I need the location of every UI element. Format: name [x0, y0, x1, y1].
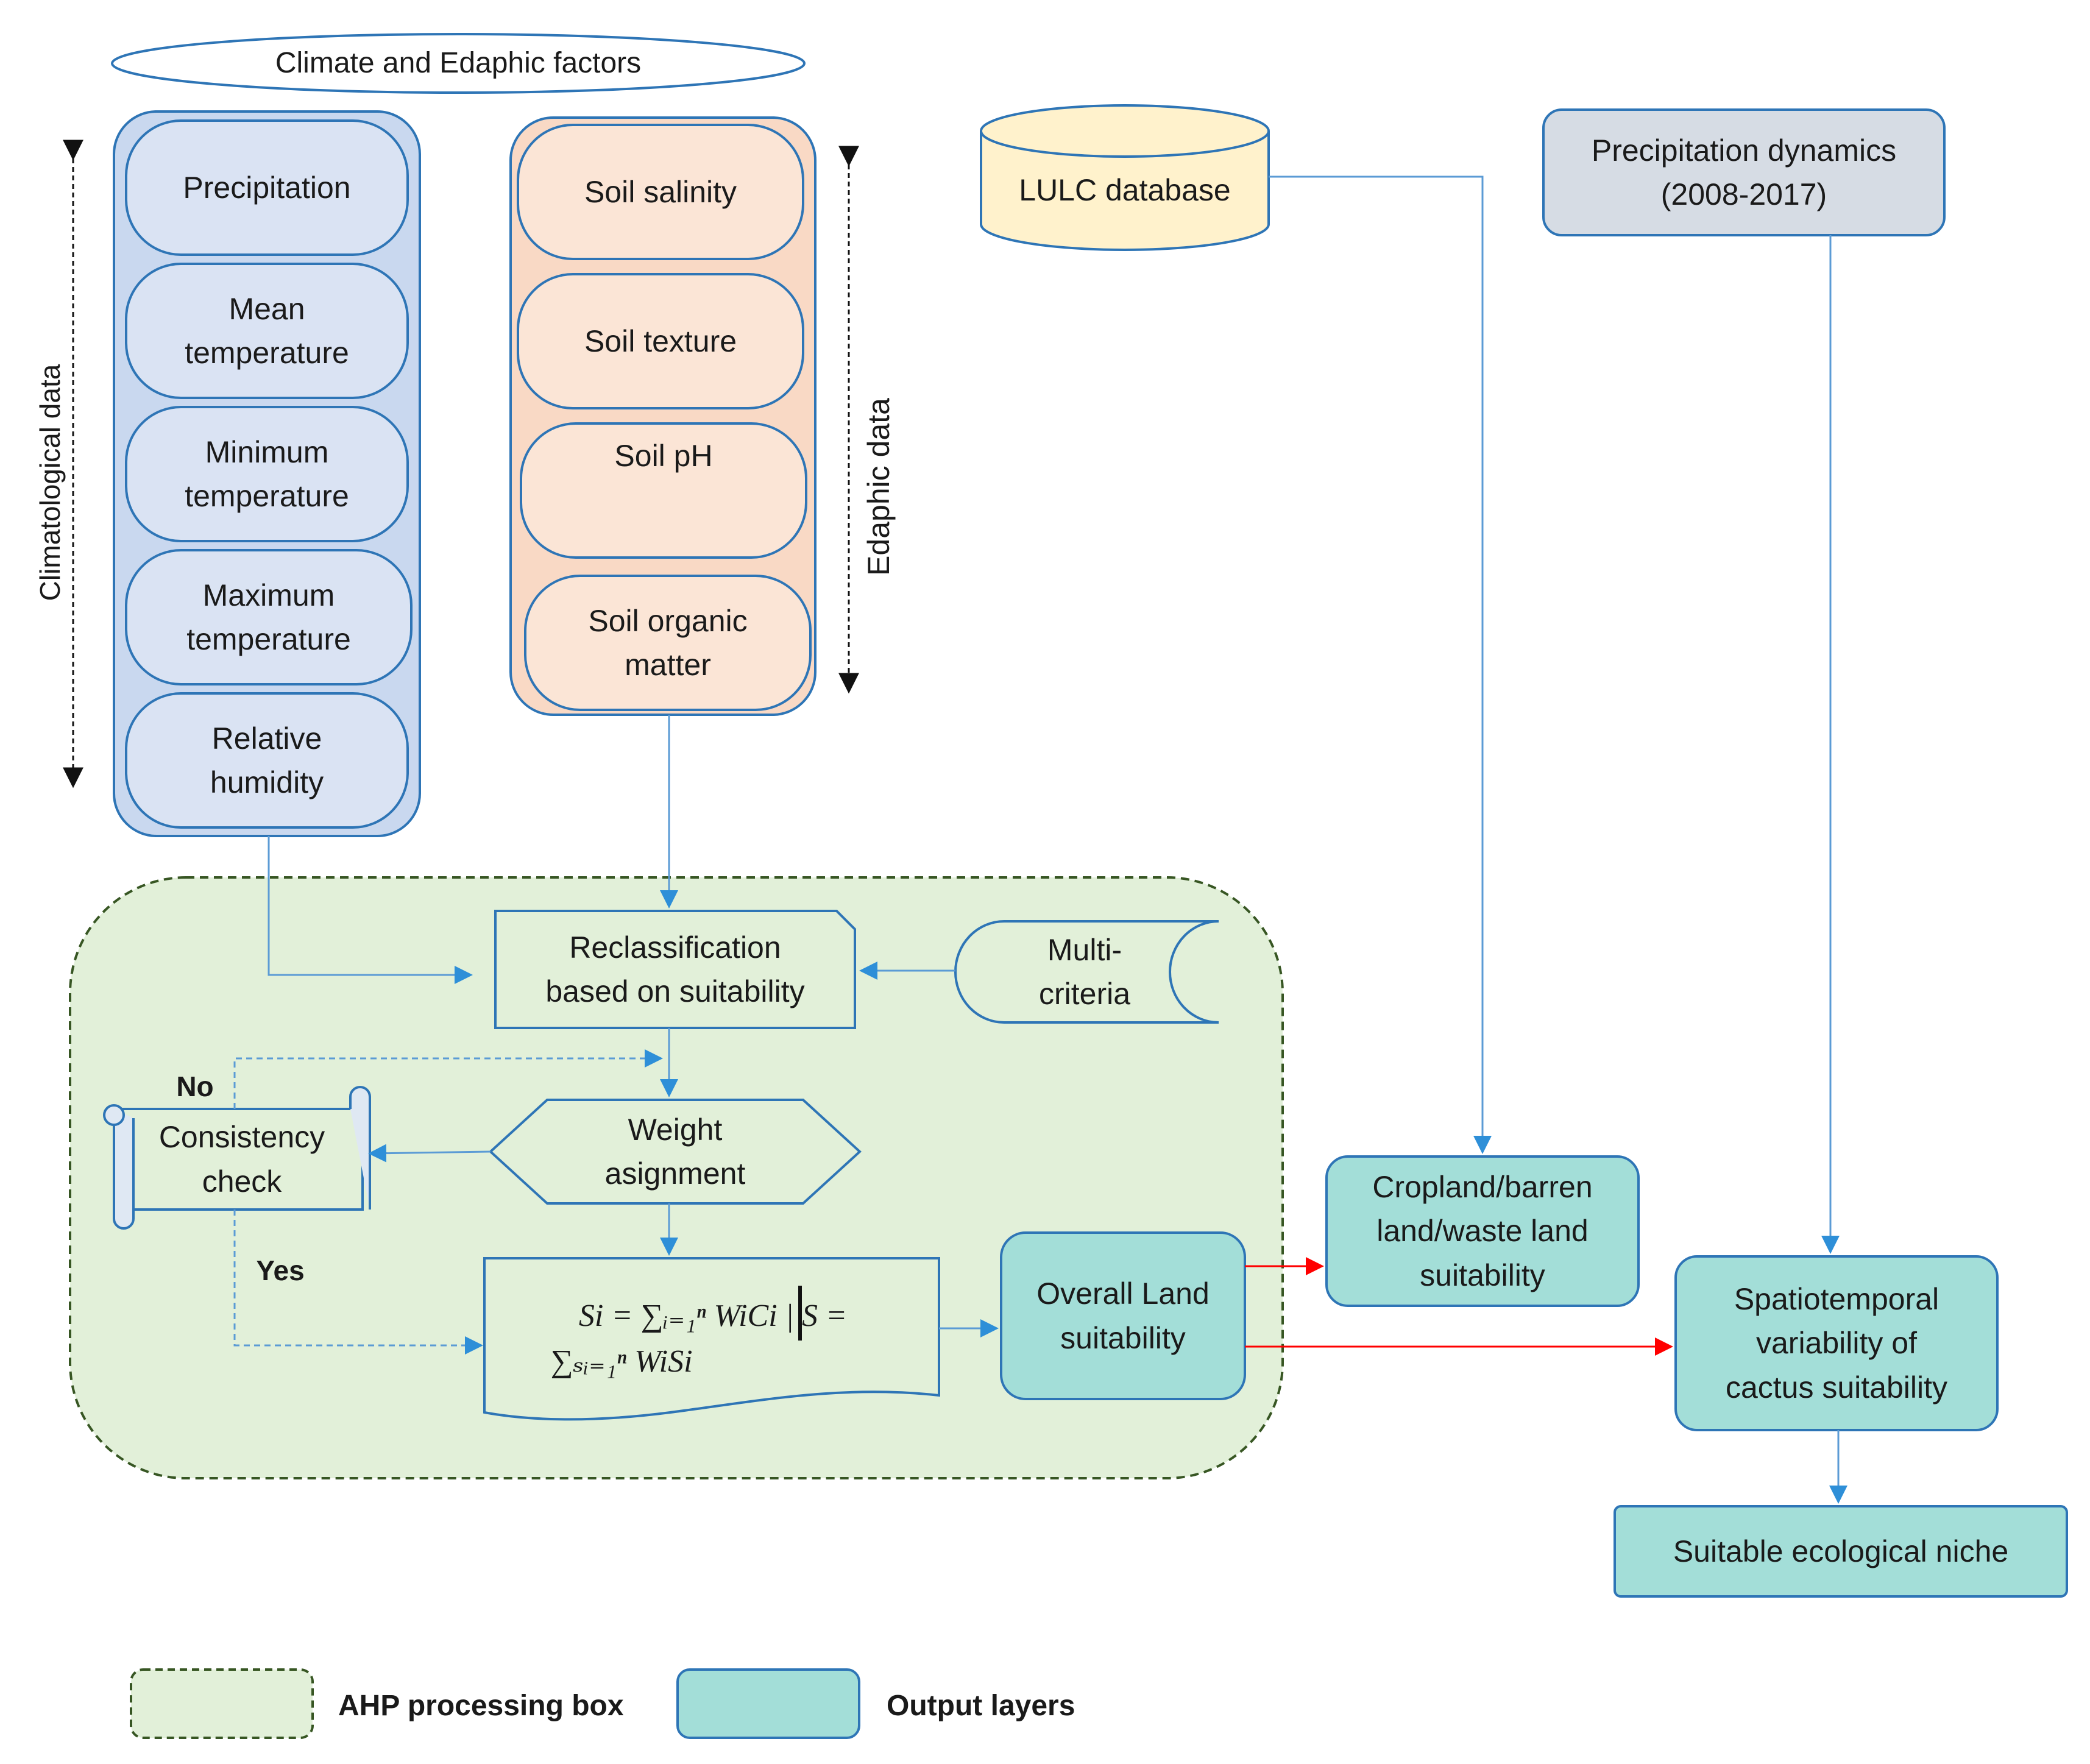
connector-weight-to-consistency — [368, 1144, 491, 1163]
climate-item-precipitation: Precipitation — [183, 170, 351, 205]
yes-label: Yes — [256, 1254, 305, 1286]
header-ellipse — [111, 33, 806, 94]
connector-lulc-to-cropland — [1269, 175, 1492, 1154]
legend-output-label: Output layers — [887, 1690, 1075, 1723]
spatiotemporal-label: Spatiotemporal variability of cactus sui… — [1725, 1281, 1948, 1404]
overall-land-suitability-box — [1000, 1231, 1246, 1400]
reclassification-box — [494, 910, 856, 1029]
consistency-scroll — [103, 1086, 371, 1230]
edaphic-item-soil-ph: Soil pH — [614, 439, 713, 473]
climate-axis-label: Climatological data — [34, 364, 66, 601]
overall-land-suitability-label: Overall Land suitability — [1036, 1277, 1210, 1355]
consistency-check-label: Consistency check — [158, 1120, 325, 1199]
ecological-niche-label: Suitable ecological niche — [1673, 1534, 2009, 1568]
legend-ahp-swatch — [130, 1668, 314, 1739]
edaphic-item-soil-salinity: Soil salinity — [584, 174, 737, 209]
climate-item-min-temp-box — [125, 406, 409, 542]
edaphic-group-box — [509, 116, 817, 716]
legend-ahp-label: AHP processing box — [338, 1690, 624, 1723]
legend-output-swatch — [676, 1668, 860, 1739]
header-title: Climate and Edaphic factors — [275, 47, 642, 80]
weight-assignment-label: Weight asignment — [604, 1112, 746, 1191]
multicriteria-label: Multi- criteria — [1038, 932, 1131, 1011]
lulc-database-label: LULC database — [1019, 173, 1231, 208]
formula-document — [483, 1257, 940, 1421]
edaphic-item-salinity-box — [517, 124, 804, 260]
reclassification-label: Reclassification based on suitability — [545, 930, 805, 1009]
climate-item-minimum-temperature: Minimum temperature — [185, 434, 349, 514]
precipitation-dynamics-label: Precipitation dynamics (2008-2017) — [1591, 133, 1897, 212]
edaphic-item-soil-organic-matter: Soil organic matter — [588, 603, 748, 682]
edaphic-item-ph-box — [520, 422, 807, 559]
weight-hexagon — [489, 1099, 862, 1205]
edaphic-item-texture-box — [517, 273, 804, 409]
edaphic-item-soil-texture: Soil texture — [584, 324, 737, 358]
cropland-suitability-box — [1325, 1155, 1640, 1307]
climate-item-humidity-box — [125, 692, 409, 829]
spatiotemporal-box — [1674, 1255, 1999, 1431]
multicriteria-shape — [954, 920, 1219, 1024]
edaphic-axis-label: Edaphic data — [862, 398, 896, 576]
connector-no-loop — [233, 1049, 663, 1109]
climate-item-mean-temperature: Mean temperature — [185, 291, 349, 370]
cropland-suitability-label: Cropland/barren land/waste land suitabil… — [1372, 1169, 1593, 1292]
no-label: No — [176, 1070, 214, 1102]
climate-item-mean-temp-box — [125, 263, 409, 399]
climate-item-precipitation-box — [125, 119, 409, 256]
connector-climate-to-reclass — [267, 836, 473, 984]
lulc-cylinder — [980, 104, 1270, 251]
formula-line-1: Si = ∑ᵢ₌₁ⁿ WiCi | S = — [578, 1298, 848, 1334]
formula-line-2: ∑ₛᵢ₌₁ⁿ WiSi — [550, 1344, 693, 1380]
climate-item-maximum-temperature: Maximum temperature — [186, 578, 351, 657]
climate-item-relative-humidity: Relative humidity — [210, 721, 324, 800]
climate-item-max-temp-box — [125, 549, 413, 685]
ecological-niche-box — [1614, 1505, 2068, 1598]
precip-dynamics-box — [1542, 108, 1946, 236]
connector-yes-path — [233, 1210, 483, 1355]
edaphic-item-organic-box — [524, 575, 812, 711]
